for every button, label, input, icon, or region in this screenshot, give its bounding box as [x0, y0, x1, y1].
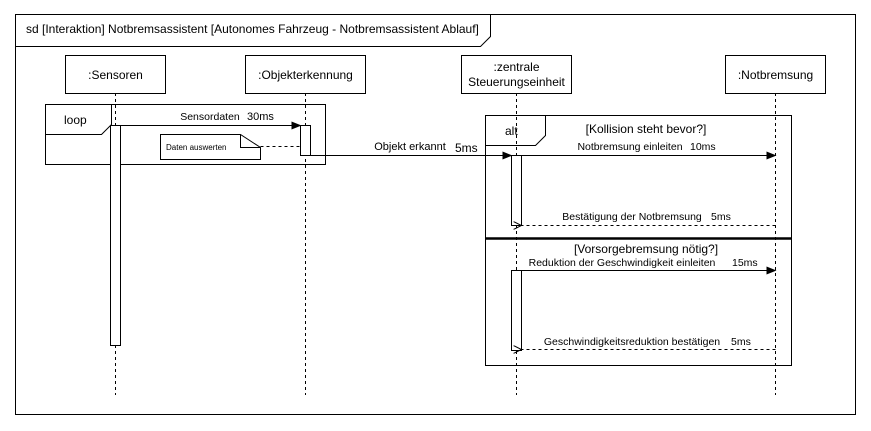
activation-sensoren	[110, 125, 121, 346]
message-objekt-erkannt-time: 5ms	[455, 141, 478, 155]
lifeline-label-steuerung-1: :zentrale	[493, 60, 539, 74]
lifeline-label-steuerung-2: Steuerungseinheit	[468, 75, 565, 89]
message-geschw-bestaetigen-label: Geschwindigkeitsreduktion bestätigen	[544, 336, 720, 348]
message-objekt-erkannt-label: Objekt erkannt	[374, 141, 446, 153]
message-sensordaten-time: 30ms	[247, 111, 274, 123]
lifeline-box-sensoren	[65, 55, 166, 94]
message-sensordaten-label: Sensordaten	[180, 111, 240, 123]
alt-guard-kollision: [Kollision steht bevor?]	[586, 122, 707, 136]
message-reduktion-label: Reduktion der Geschwindigkeit einleiten	[529, 257, 716, 269]
alt-guard-vorsorge: [Vorsorgebremsung nötig?]	[574, 242, 718, 256]
activation-steuerung-1	[511, 155, 522, 226]
note-fold	[240, 134, 261, 148]
note-daten-auswerten	[160, 134, 261, 160]
alt-fragment	[485, 115, 792, 366]
message-reduktion-time: 15ms	[732, 257, 758, 269]
lifeline-box-notbremsung	[725, 55, 826, 94]
activation-objekterkennung	[300, 125, 311, 156]
lifeline-box-objekterkennung	[245, 55, 366, 94]
note-text: Daten auswerten	[166, 143, 226, 152]
alt-fragment-tab	[485, 115, 546, 146]
message-bestaetigung-label: Bestätigung der Notbremsung	[562, 211, 702, 223]
loop-fragment-tab	[45, 104, 112, 135]
lifeline-label-objekterkennung: :Objekterkennung	[258, 68, 353, 82]
message-notbremsung-einleiten-time: 10ms	[690, 141, 716, 153]
lifeline-box-steuerung	[461, 55, 572, 94]
activation-steuerung-2	[511, 270, 522, 351]
outer-frame	[15, 14, 856, 415]
lifeline-label-sensoren: :Sensoren	[88, 68, 143, 82]
message-bestaetigung-time: 5ms	[711, 211, 731, 223]
lifeline-label-notbremsung: :Notbremsung	[738, 68, 813, 82]
frame-title: sd [Interaktion] Notbremsassistent [Auto…	[26, 22, 479, 36]
message-geschw-bestaetigen-time: 5ms	[731, 336, 751, 348]
message-notbremsung-einleiten-label: Notbremsung einleiten	[577, 141, 682, 153]
loop-operator-label: loop	[64, 113, 87, 127]
alt-operator-label: alt	[505, 124, 518, 138]
frame-title-tab	[15, 14, 491, 47]
